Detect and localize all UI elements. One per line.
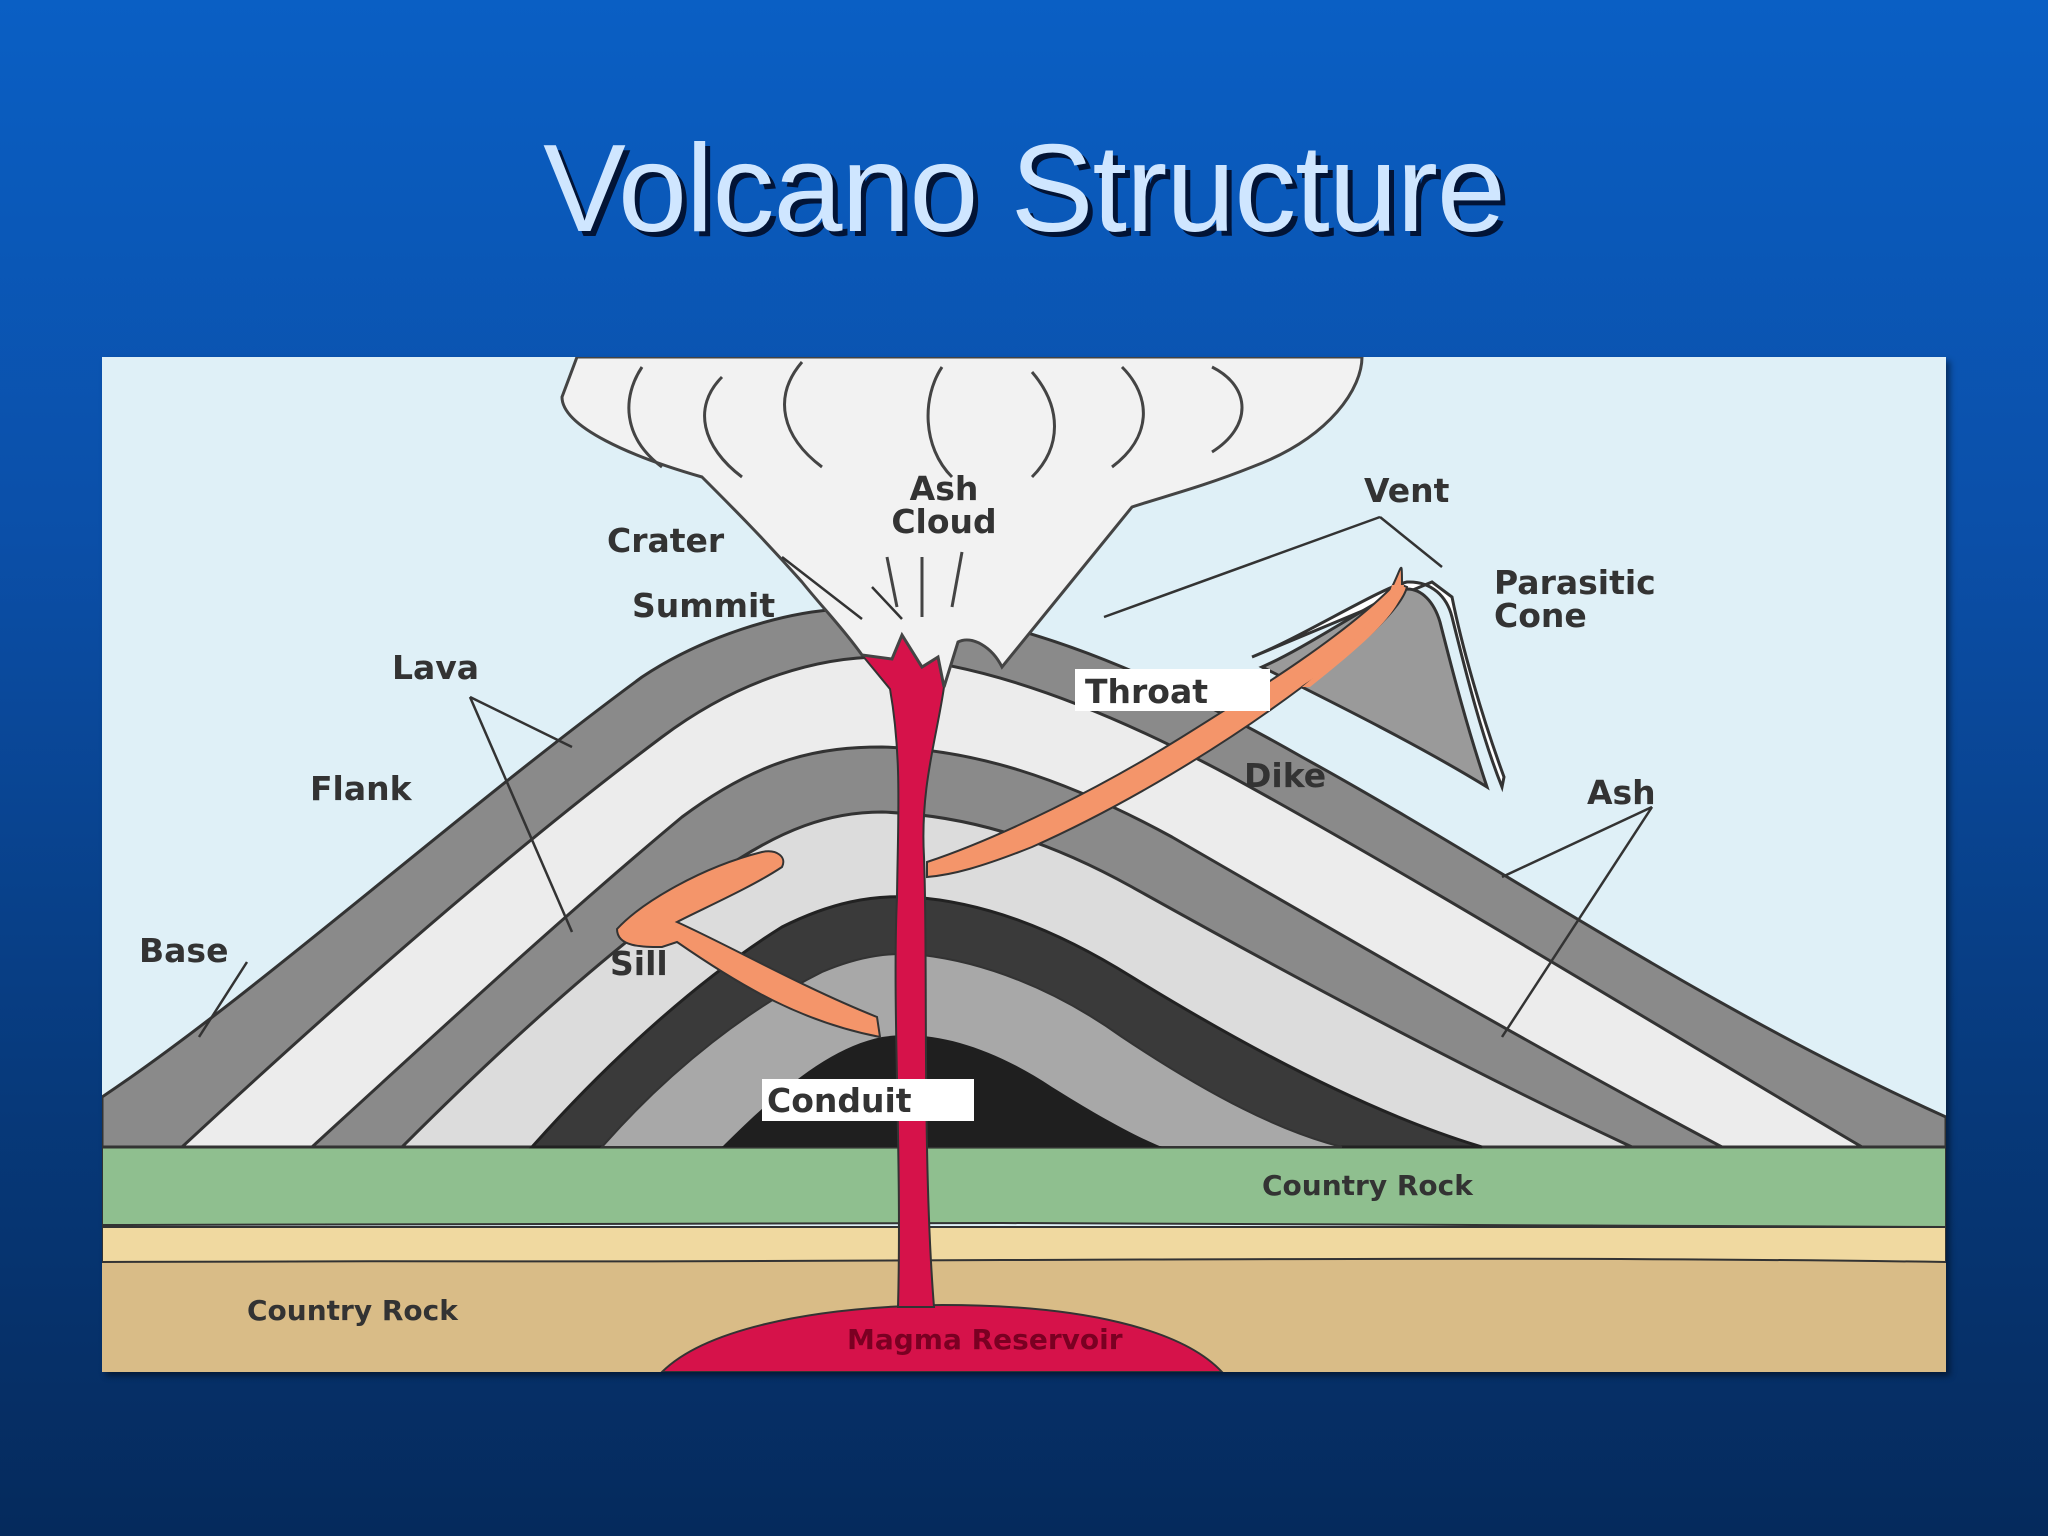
label-ash-cloud-line2: Cloud — [891, 502, 996, 541]
ash-cloud — [560, 357, 1364, 688]
label-base: Base — [139, 931, 228, 970]
country-rock-green-layer — [102, 1146, 1946, 1229]
label-flank: Flank — [310, 769, 413, 808]
label-throat: Throat — [1085, 672, 1208, 711]
ash-cloud-wisps — [627, 361, 1244, 617]
label-parasitic-cone-line1: Parasitic — [1494, 563, 1656, 602]
slide-title: Volcano Structure — [543, 120, 1506, 258]
leader-lines — [197, 515, 1654, 1038]
dike-top — [1302, 585, 1404, 687]
label-country-rock-right: Country Rock — [1262, 1169, 1474, 1202]
parasitic-cone — [1251, 580, 1506, 793]
label-conduit: Conduit — [767, 1081, 912, 1120]
label-ash-cloud-line1: Ash — [910, 469, 979, 508]
label-summit: Summit — [632, 586, 775, 625]
label-magma-reservoir: Magma Reservoir — [847, 1323, 1123, 1356]
label-dike: Dike — [1244, 756, 1326, 795]
label-sill: Sill — [610, 944, 668, 983]
sand-layer — [102, 1226, 1946, 1264]
label-crater: Crater — [607, 521, 725, 560]
volcano-diagram: Ash Cloud Vent Crater Summit Parasitic C… — [102, 357, 1946, 1372]
dike — [926, 567, 1409, 879]
label-parasitic-cone-line2: Cone — [1494, 596, 1587, 635]
sill — [615, 850, 882, 1039]
label-throat-bg — [1075, 669, 1270, 711]
magma-reservoir — [660, 1303, 1224, 1372]
label-conduit-bg — [762, 1079, 974, 1121]
label-ash: Ash — [1587, 773, 1656, 812]
label-country-rock-left: Country Rock — [247, 1294, 459, 1327]
label-vent: Vent — [1364, 471, 1450, 510]
label-lava: Lava — [392, 648, 479, 687]
